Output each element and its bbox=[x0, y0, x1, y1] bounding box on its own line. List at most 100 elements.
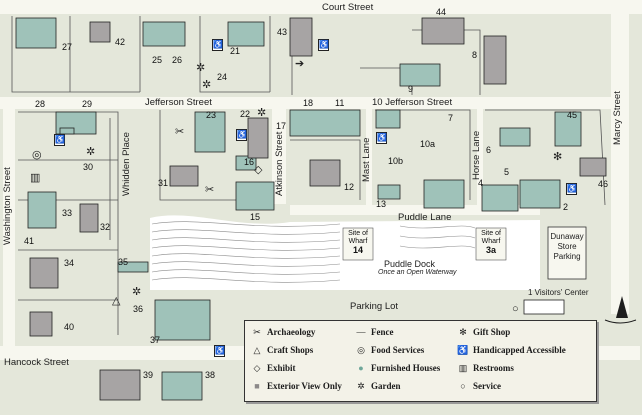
legend-food-label: Food Services bbox=[371, 345, 425, 355]
service-icon: ○ bbox=[512, 303, 519, 315]
building-number: 13 bbox=[376, 199, 387, 209]
wharf-14-line2: Wharf bbox=[348, 238, 368, 245]
garden-icon: ✲ bbox=[132, 286, 142, 298]
legend-handicapped: ♿ Handicapped Accessible bbox=[457, 345, 566, 356]
jefferson-10-label: 10 Jefferson Street bbox=[372, 97, 453, 108]
garden-icon: ✲ bbox=[202, 79, 212, 91]
building-number: 7 bbox=[448, 113, 454, 123]
restrooms-icon: ▥ bbox=[458, 363, 468, 373]
craft-shop-icon: △ bbox=[112, 295, 121, 307]
court-street-label: Court Street bbox=[322, 2, 374, 13]
building-number: 46 bbox=[598, 179, 609, 189]
building-number: 16 bbox=[244, 157, 255, 167]
wharf-14-box bbox=[342, 227, 374, 261]
building-number: 2 bbox=[563, 202, 569, 212]
legend-food: ◎ Food Services bbox=[355, 345, 424, 356]
puddle-dock-subtitle: Once an Open Waterway bbox=[378, 269, 457, 276]
garden-icon: ✲ bbox=[86, 146, 96, 158]
legend-gift: ✻Gift Shop bbox=[457, 327, 510, 338]
sailboat-icon bbox=[616, 296, 628, 318]
wharf-14-label: Site of Wharf 14 bbox=[343, 230, 373, 255]
visitors-center-label: 1 Visitors' Center bbox=[528, 288, 589, 297]
legend-handicapped-label: Handicapped Accessible bbox=[473, 345, 566, 355]
legend-exhibit-label: Exhibit bbox=[267, 363, 296, 373]
court-street-road bbox=[0, 0, 642, 14]
wharf-3a-box bbox=[475, 227, 507, 261]
washington-street-road bbox=[3, 97, 15, 357]
wharf-14-line1: Site of bbox=[348, 230, 368, 237]
legend-fence-label: Fence bbox=[371, 327, 394, 337]
building-number: 5 bbox=[504, 167, 510, 177]
handicapped-icon: ♿ bbox=[318, 39, 329, 51]
washington-street-label: Washington Street bbox=[2, 167, 13, 245]
building-number: 22 bbox=[240, 109, 251, 119]
handicapped-icon: ♿ bbox=[457, 345, 469, 355]
building-number: 36 bbox=[133, 304, 144, 314]
legend-archaeology: ✂Archaeology bbox=[251, 327, 315, 338]
building-number: 6 bbox=[486, 145, 492, 155]
handicapped-icon: ♿ bbox=[214, 345, 225, 357]
puddle-lane-label: Puddle Lane bbox=[398, 212, 452, 223]
building-number: 10a bbox=[420, 139, 436, 149]
food-services-icon: ◎ bbox=[357, 345, 365, 355]
legend-furnished-label: Furnished Houses bbox=[371, 363, 441, 373]
legend-furnished: ●Furnished Houses bbox=[355, 363, 440, 373]
legend-garden-label: Garden bbox=[371, 381, 401, 391]
building-number: 43 bbox=[277, 27, 288, 37]
handicapped-icon: ♿ bbox=[376, 132, 387, 144]
exhibit-icon: ◇ bbox=[253, 363, 261, 373]
building-number: 12 bbox=[344, 182, 355, 192]
atkinson-street-label: Atkinson Street bbox=[274, 131, 285, 196]
building-number: 11 bbox=[335, 98, 345, 108]
handicapped-icon: ♿ bbox=[236, 129, 247, 141]
building-number: 39 bbox=[143, 370, 154, 380]
archaeology-icon: ✂ bbox=[205, 184, 215, 196]
legend-fence: —Fence bbox=[355, 327, 394, 337]
building-number: 34 bbox=[64, 258, 75, 268]
legend-restrooms: ▥ Restrooms bbox=[457, 363, 514, 374]
building-number: 27 bbox=[62, 42, 73, 52]
building-number: 4 bbox=[478, 178, 484, 188]
legend-gift-label: Gift Shop bbox=[473, 327, 511, 337]
building-number: 45 bbox=[567, 110, 578, 120]
exhibit-icon: ◇ bbox=[254, 164, 263, 176]
legend-garden: ✲Garden bbox=[355, 381, 401, 392]
wharf-3a-line1: Site of bbox=[481, 230, 501, 237]
map-legend: ✂Archaeology △Craft Shops ◇ Exhibit ■Exte… bbox=[244, 320, 597, 402]
store-parking-box bbox=[547, 226, 587, 280]
legend-craft-shops-label: Craft Shops bbox=[267, 345, 314, 355]
legend-restrooms-label: Restrooms bbox=[473, 363, 514, 373]
mast-lane-label: Mast Lane bbox=[361, 137, 372, 182]
direction-arrow-icon: ➔ bbox=[295, 58, 305, 70]
mast-lane-road bbox=[366, 105, 372, 215]
sailboat-hull bbox=[604, 319, 637, 324]
building-number: 29 bbox=[82, 99, 93, 109]
visitors-center-building bbox=[523, 299, 565, 315]
legend-exterior: ■Exterior View Only bbox=[251, 381, 342, 391]
exterior-view-icon: ■ bbox=[254, 381, 260, 391]
handicapped-icon: ♿ bbox=[566, 183, 577, 195]
jefferson-street-road bbox=[0, 97, 620, 109]
building-number: 33 bbox=[62, 208, 73, 218]
garden-icon: ✲ bbox=[196, 62, 206, 74]
hancock-street-label: Hancock Street bbox=[4, 357, 69, 368]
building-number: 44 bbox=[436, 7, 447, 17]
whidden-place-label: Whidden Place bbox=[121, 132, 132, 196]
horse-lane-label: Horse Lane bbox=[471, 130, 482, 180]
legend-exhibit: ◇ Exhibit bbox=[251, 363, 296, 374]
archaeology-icon: ✂ bbox=[175, 126, 185, 138]
building-number: 23 bbox=[206, 110, 217, 120]
furnished-buildings bbox=[15, 17, 582, 401]
puddle-dock-title: Puddle Dock bbox=[384, 259, 436, 269]
jefferson-street-label: Jefferson Street bbox=[145, 97, 212, 108]
building-number: 40 bbox=[64, 322, 75, 332]
building-number: 30 bbox=[83, 162, 94, 172]
water-hatching bbox=[151, 221, 476, 283]
building-number: 37 bbox=[150, 335, 161, 345]
legend-craft-shops: △Craft Shops bbox=[251, 345, 314, 356]
building-number: 25 bbox=[152, 55, 163, 65]
exterior-buildings bbox=[29, 17, 607, 401]
legend-service: ○Service bbox=[457, 381, 501, 391]
gift-shop-icon: ✻ bbox=[553, 151, 563, 163]
